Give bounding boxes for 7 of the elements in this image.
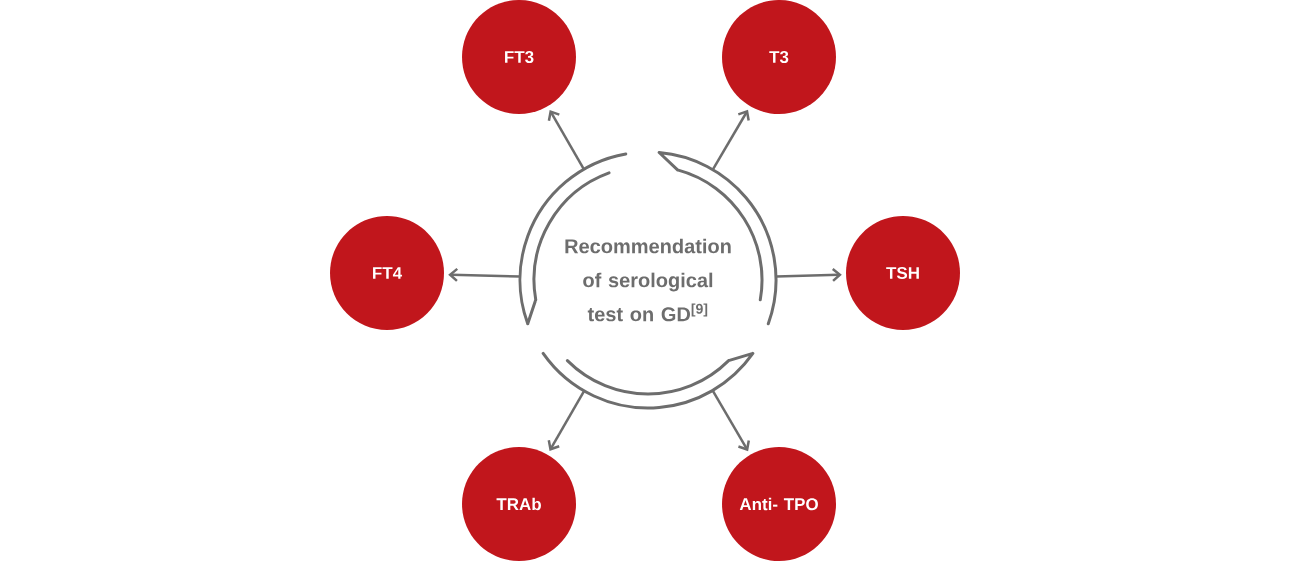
arrow xyxy=(547,390,586,451)
arrow xyxy=(776,267,842,282)
arrow xyxy=(711,390,750,452)
arrow xyxy=(448,267,520,282)
arrow xyxy=(547,109,585,170)
center-label: Recommendation of serological test on GD$^{[9]}$ xyxy=(565,238,731,322)
arrow xyxy=(711,109,750,171)
